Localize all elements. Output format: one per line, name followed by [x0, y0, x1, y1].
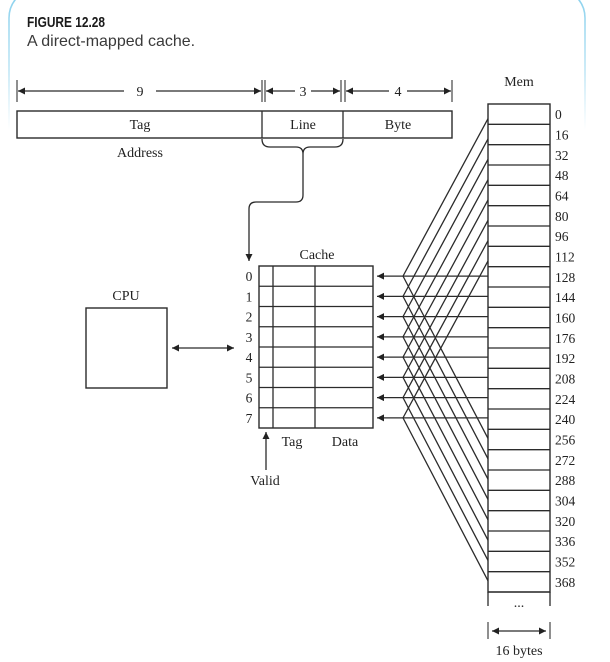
- memory-title: Mem: [504, 75, 534, 90]
- cpu: CPU: [85, 289, 168, 389]
- mapping-line-block-272-to-line-1: [402, 296, 489, 460]
- memory-block-address: 352: [555, 555, 575, 570]
- mapping-line-block-304-to-line-3: [402, 336, 489, 500]
- memory-block-address: 96: [555, 229, 569, 244]
- mapping-line-block-16-to-line-1: [402, 138, 489, 297]
- memory-block-address: 112: [555, 250, 575, 265]
- cache-tag-column-label: Tag: [282, 435, 303, 450]
- memory-block-address: 160: [555, 311, 576, 326]
- memory-ellipsis: ...: [514, 596, 525, 611]
- memory-block-address: 0: [555, 107, 562, 122]
- address-label: Address: [117, 146, 163, 161]
- memory-block-address: 256: [555, 433, 576, 448]
- address-box: [16, 110, 453, 139]
- cache: Cache 0 1 2 3 4 5 6 7 Tag Data Valid: [246, 248, 374, 489]
- byte-width-label: 4: [395, 85, 402, 100]
- memory-block-address: 336: [555, 534, 576, 549]
- mapping-line-block-336-to-line-5: [402, 377, 489, 541]
- memory-block-address: 48: [555, 168, 569, 183]
- line-field-brace: [261, 138, 344, 155]
- mapping-line-block-80-to-line-5: [402, 219, 489, 378]
- line-width-label: 3: [300, 85, 307, 100]
- memory-block-address: 240: [555, 412, 576, 427]
- memory-block-address: 16: [555, 128, 569, 143]
- address-register: Tag Line Byte Address: [16, 110, 453, 161]
- cache-line-number: 5: [246, 370, 253, 385]
- cache-title: Cache: [300, 248, 335, 263]
- memory-block-address: 304: [555, 494, 576, 509]
- cache-line-number: 4: [246, 350, 253, 365]
- cpu-box: [85, 307, 168, 389]
- cache-data-column-label: Data: [332, 435, 359, 450]
- figure-caption: A direct-mapped cache.: [27, 33, 195, 50]
- memory-block-address: 368: [555, 575, 576, 590]
- memory-block-address: 144: [555, 290, 576, 305]
- cache-line-number: 1: [246, 289, 253, 304]
- memory-block-address: 288: [555, 473, 576, 488]
- mapping-line-block-368-to-line-7: [402, 417, 489, 582]
- cache-rows: 0 1 2 3 4 5 6 7: [246, 269, 373, 426]
- cache-line-number: 0: [246, 269, 253, 284]
- cache-line-number: 6: [246, 391, 253, 406]
- cpu-label: CPU: [112, 289, 139, 304]
- memory-block-address: 320: [555, 514, 576, 529]
- block-size-label: 16 bytes: [495, 644, 542, 659]
- line-index-route-arrow: [245, 154, 304, 261]
- mapping-line-block-256-to-line-0: [402, 275, 489, 439]
- cache-valid-column-label: Valid: [250, 474, 280, 489]
- mapping-line-block-320-to-line-4: [402, 356, 489, 521]
- memory-block-address: 64: [555, 189, 569, 204]
- memory-block-address: 224: [555, 392, 576, 407]
- memory-block-address: 208: [555, 372, 576, 387]
- address-field-tag: Tag: [130, 118, 151, 133]
- address-field-line: Line: [290, 118, 316, 133]
- memory-block-address: 80: [555, 209, 569, 224]
- memory-block-address: 192: [555, 351, 575, 366]
- address-field-byte: Byte: [385, 118, 411, 133]
- mapping-line-block-0-to-line-0: [402, 118, 489, 277]
- mapping-line-block-288-to-line-2: [402, 316, 489, 480]
- cache-line-number: 7: [246, 411, 253, 426]
- cache-line-number: 2: [246, 310, 253, 325]
- mapping-line-block-352-to-line-6: [402, 397, 489, 561]
- memory-block-address: 128: [555, 270, 576, 285]
- figure-label: FIGURE 12.28: [27, 14, 105, 31]
- mapping-line-block-48-to-line-3: [402, 179, 489, 338]
- tag-width-label: 9: [137, 85, 144, 100]
- memory-block-address: 32: [555, 148, 569, 163]
- memory-block-address: 272: [555, 453, 575, 468]
- main-memory: Mem 0 16 32 48 64 80 96 112 128 144 160 176 192 208 22…: [487, 75, 576, 659]
- memory-block-address: 176: [555, 331, 576, 346]
- memory-to-cache-mapping: [377, 118, 489, 582]
- mapping-line-block-96-to-line-6: [402, 240, 489, 398]
- mapping-line-block-112-to-line-7: [402, 260, 489, 419]
- figure-frame: [8, 0, 586, 189]
- cache-line-number: 3: [246, 330, 253, 345]
- mapping-line-block-64-to-line-4: [402, 199, 489, 358]
- address-bit-widths: 9 3 4: [16, 80, 453, 102]
- memory-blocks: 0 16 32 48 64 80 96 112 128 144 160 176 192 208 224 240…: [487, 103, 576, 593]
- mapping-line-block-32-to-line-2: [402, 158, 489, 317]
